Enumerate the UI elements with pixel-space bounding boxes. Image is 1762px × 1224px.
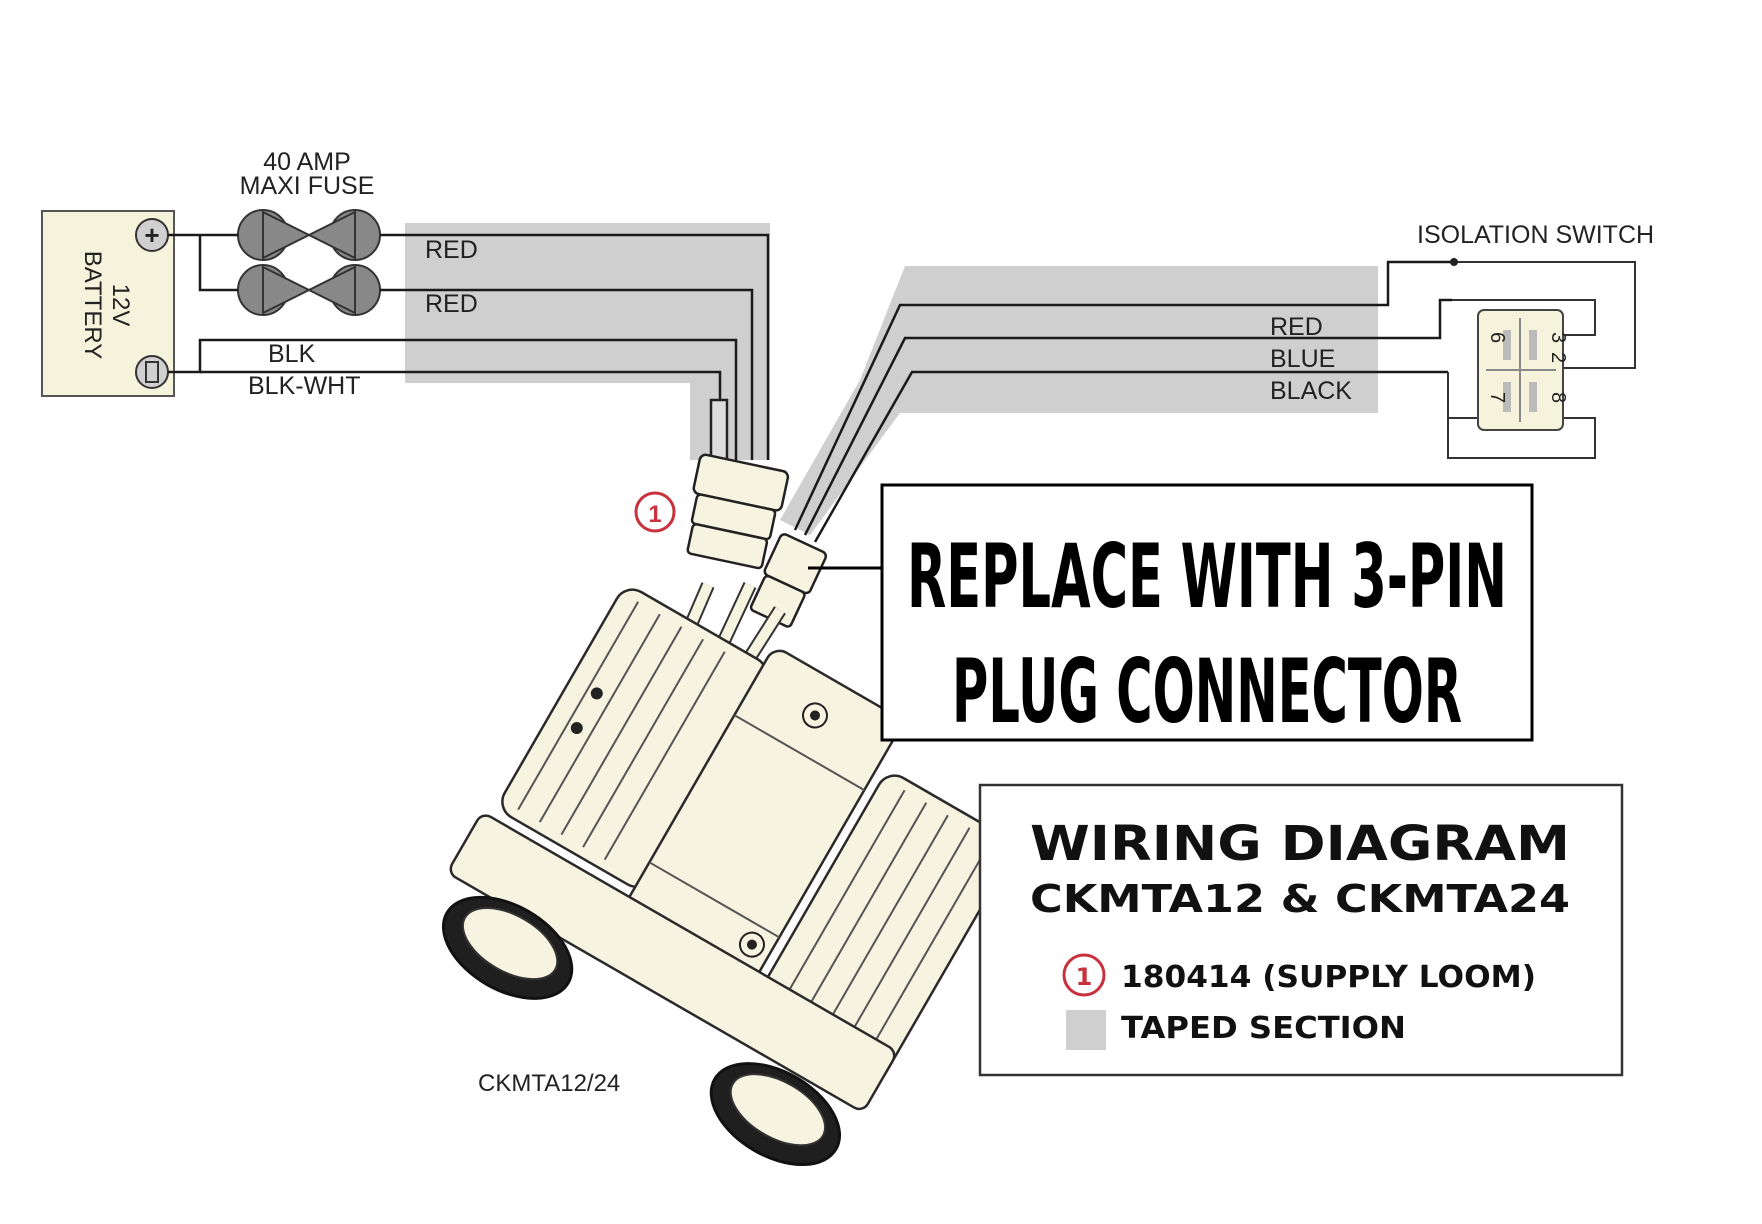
maxi-fuse: 40 AMP MAXI FUSE (237, 148, 381, 316)
legend-box: WIRING DIAGRAM CKMTA12 & CKMTA24 1 18041… (978, 783, 1624, 1077)
taped-section-right (780, 266, 1378, 535)
wire-label-blk-wht: BLK-WHT (248, 372, 361, 400)
fuse-1 (237, 209, 381, 261)
compressor-illustration (441, 588, 1013, 1167)
legend-marker-number: 1 (1076, 963, 1093, 991)
isolation-switch-title: ISOLATION SWITCH (1417, 221, 1654, 249)
wire-label-blk: BLK (268, 340, 316, 368)
isolation-switch: ISOLATION SWITCH 3 2 6 7 8 (1417, 221, 1654, 459)
fuse-label-line2: MAXI FUSE (240, 172, 375, 200)
taped-section-left (405, 223, 770, 460)
positive-symbol: + (144, 220, 159, 250)
wire-label-red-1: RED (425, 236, 478, 264)
legend-marker-circle (1062, 953, 1106, 997)
wire-label-red: RED (1270, 313, 1323, 341)
wire-label-black: BLACK (1270, 377, 1352, 405)
legend-subtitle: CKMTA12 & CKMTA24 (1030, 877, 1570, 921)
wire-label-blue: BLUE (1270, 345, 1335, 373)
legend-item-supply-loom: 180414 (SUPPLY LOOM) (1121, 960, 1536, 995)
callout-frame (880, 483, 1534, 742)
supply-loom-connector: 1 (634, 453, 790, 570)
wire-label-red-2: RED (425, 290, 478, 318)
pin-6: 6 (1486, 332, 1508, 343)
callout-line-1: REPLACE WITH 3-PIN (907, 525, 1507, 628)
connector-marker-number: 1 (648, 501, 661, 528)
three-pin-connector (749, 533, 828, 628)
legend-taped-swatch (1066, 1010, 1106, 1050)
fuse-2 (237, 264, 381, 316)
callout-line-2: PLUG CONNECTOR (952, 640, 1462, 743)
battery-label: BATTERY (79, 251, 106, 359)
callout-box: REPLACE WITH 3-PIN PLUG CONNECTOR (808, 483, 1534, 743)
pin-2: 2 (1547, 352, 1569, 363)
negative-symbol-mark (145, 361, 159, 383)
compressor-model-label: CKMTA12/24 (478, 1070, 620, 1097)
pin-7: 7 (1486, 392, 1508, 403)
pin-8: 8 (1547, 392, 1569, 403)
fuse-label-line1: 40 AMP (263, 148, 351, 176)
battery-voltage: 12V (107, 284, 134, 327)
legend-item-taped-section: TAPED SECTION (1121, 1011, 1406, 1046)
left-wires: RED RED BLK BLK-WHT (168, 233, 770, 462)
legend-title: WIRING DIAGRAM (1030, 816, 1570, 872)
right-wires: RED BLUE BLACK (793, 260, 1454, 543)
taped-sections (405, 223, 1378, 535)
battery: + BATTERY 12V (41, 210, 175, 397)
battery-negative-terminal (135, 355, 169, 389)
connector-marker-circle (634, 491, 676, 533)
pin-3: 3 (1547, 332, 1569, 343)
